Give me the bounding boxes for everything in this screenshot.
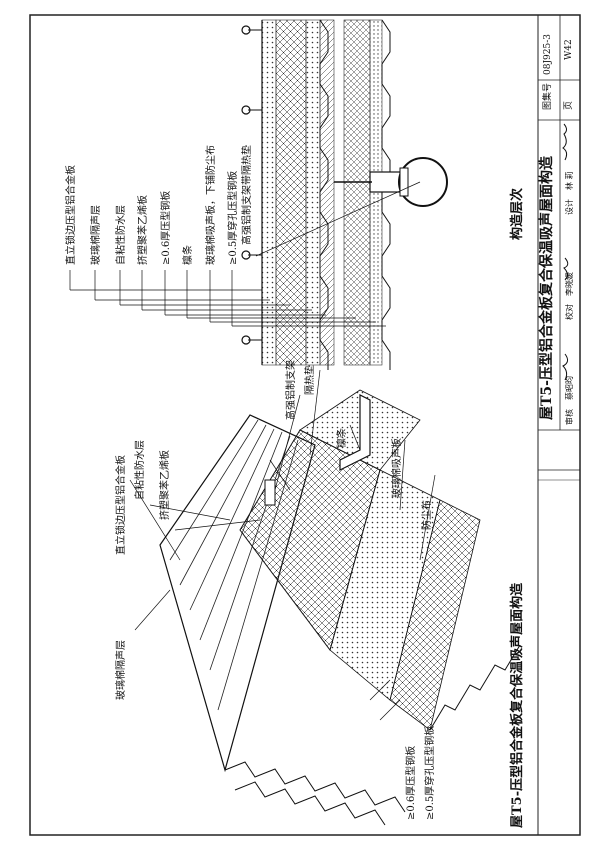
iso-label-xps: 挤塑聚苯乙烯板 — [158, 450, 171, 520]
section-label-waterproof: 自粘性防水层 — [114, 205, 127, 265]
iso-label-dust-cloth: 防尘布 — [420, 500, 433, 530]
iso-caption: 屋T5-压型铝合金板复合保温吸声屋面构造 — [509, 582, 525, 828]
title-block-title: 屋T5-压型铝合金板复合保温吸声屋面构造 — [538, 156, 555, 420]
review-name: 蔡昭昀 — [564, 376, 574, 400]
section-drawing: 直立锁边压型铝合金板 玻璃棉隔声层 自粘性防水层 挤塑聚苯乙烯板 ≥0.6厚压型… — [64, 19, 525, 370]
iso-label-waterproof: 自粘性防水层 — [133, 440, 146, 500]
design-name: 林 莉 — [564, 171, 574, 190]
design-signature — [562, 123, 568, 161]
atlas-number: 08J925-3 — [543, 34, 553, 75]
iso-label-thermal-pad: 隔热垫 — [303, 365, 316, 395]
iso-label-insulation: 玻璃棉隔声层 — [114, 640, 127, 700]
section-label-bracket: 高强铝制支架带隔热垫 — [240, 145, 253, 245]
iso-label-purlin: 檩条 — [335, 428, 348, 448]
iso-label-absorb-board: 玻璃棉吸声板 — [390, 438, 403, 498]
review-signature — [562, 353, 569, 381]
section-label-purlin: 檩条 — [181, 245, 194, 265]
check-name: 李晓媛 — [564, 272, 574, 296]
isometric-drawing: 玻璃棉隔声层 直立锁边压型铝合金板 自粘性防水层 挤塑聚苯乙烯板 高强铝制支架 … — [114, 360, 525, 828]
iso-label-steel-06: ≥0.6厚压型钢板 — [404, 746, 417, 820]
section-label-absorb-board: 玻璃棉吸声板，下铺防尘布 — [204, 145, 217, 265]
section-label-acoustic-layer: 玻璃棉隔声层 — [89, 205, 102, 265]
iso-label-steel-05: ≥0.5厚穿孔压型钢板 — [423, 726, 436, 820]
section-label-steel-06: ≥0.6厚压型钢板 — [159, 191, 172, 265]
design-label: 设计 — [564, 199, 574, 215]
atlas-number-label: 图集号 — [541, 83, 553, 110]
check-label: 校对 — [564, 304, 574, 320]
page-label: 页 — [563, 101, 574, 110]
page-number: W42 — [564, 39, 574, 60]
section-caption: 构造层次 — [509, 188, 525, 240]
section-label-steel-05: ≥0.5厚穿孔压型钢板 — [226, 171, 239, 265]
iso-label-bracket: 高强铝制支架 — [284, 360, 297, 420]
section-label-seam-sheet: 直立锁边压型铝合金板 — [64, 165, 77, 265]
title-block: 屋T5-压型铝合金板复合保温吸声屋面构造 图集号 08J925-3 页 W42 … — [537, 14, 581, 836]
iso-label-seam-sheet: 直立锁边压型铝合金板 — [114, 455, 127, 555]
review-label: 审核 — [564, 409, 574, 425]
check-signature — [563, 257, 569, 281]
section-label-xps: 挤塑聚苯乙烯板 — [136, 195, 149, 265]
